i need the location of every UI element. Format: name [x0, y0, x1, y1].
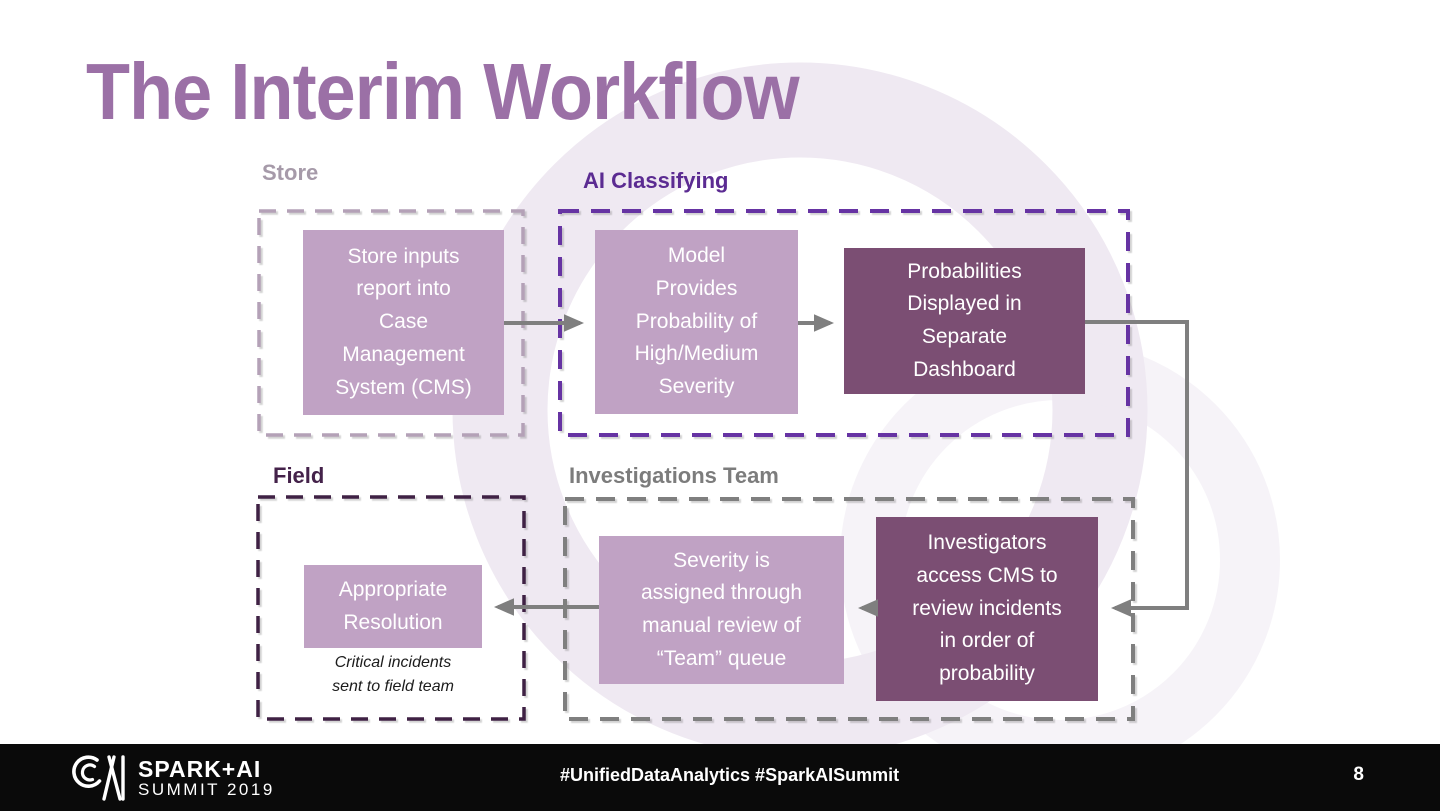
group-label-field: Field [273, 463, 325, 488]
node-store-inputs: Store inputs report into Case Management… [303, 230, 504, 415]
page-title: The Interim Workflow [86, 47, 800, 136]
node-probabilities-dashboard: Probabilities Displayed in Separate Dash… [844, 248, 1085, 394]
node-model-probability: Model Provides Probability of High/Mediu… [595, 230, 798, 414]
group-label-investigations-team: Investigations Team [569, 463, 779, 488]
logo-line1: SPARK+AI [138, 755, 262, 782]
logo-line2: SUMMIT 2019 [138, 779, 275, 799]
node-investigators-access-cms: Investigators access CMS to review incid… [876, 517, 1098, 701]
node-severity-manual-review: Severity is assigned through manual revi… [599, 536, 844, 684]
page-number: 8 [1353, 764, 1364, 785]
footer-bar: SPARK+AI SUMMIT 2019 #UnifiedDataAnalyti… [0, 744, 1440, 811]
group-label-store: Store [262, 160, 319, 185]
group-box-investigations-team [563, 497, 1135, 721]
logo-text: SPARK+AI SUMMIT 2019 [138, 755, 275, 800]
footer-hashtags: #UnifiedDataAnalytics #SparkAISummit [560, 765, 900, 785]
group-label-ai-classifying: AI Classifying [583, 168, 729, 193]
spark-logo-mark [72, 755, 125, 801]
field-note: Critical incidents sent to field team [332, 654, 454, 695]
spark-ai-summit-logo: SPARK+AI SUMMIT 2019 [68, 752, 275, 804]
node-appropriate-resolution: Appropriate Resolution [304, 565, 482, 648]
